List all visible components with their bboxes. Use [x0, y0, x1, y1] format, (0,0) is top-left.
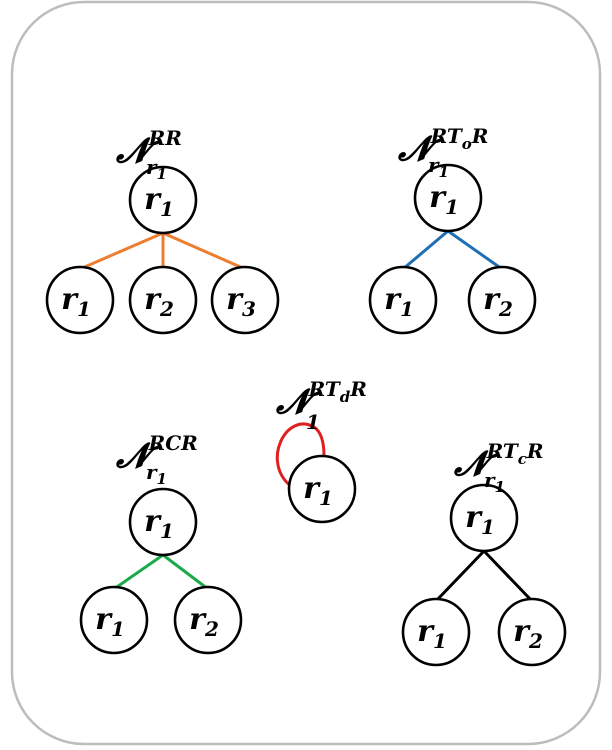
panel-rtcr-edge-2 [482, 549, 534, 603]
panel-rtor-root-node-label: r1 [429, 180, 459, 219]
panel-rr-child-node-1-label: r1 [61, 282, 91, 321]
panel-rr-child-node-3-label: r3 [226, 282, 256, 321]
panel-rtor-root-node: r1 [413, 163, 483, 233]
panel-rtor-edge-2 [447, 229, 503, 271]
panel-rr-child-node-1: r1 [45, 265, 115, 335]
panel-rr-edge-1 [79, 231, 164, 271]
panel-rr-root-node: r1 [128, 165, 198, 235]
panel-rr-child-node-2-label: r2 [144, 282, 174, 321]
panel-rtor-edge-1 [402, 229, 449, 271]
panel-rtcr-child-node-1-label: r1 [417, 614, 447, 653]
panel-rtor-child-node-2: r2 [467, 265, 537, 335]
panel-rcr-edge-2 [162, 553, 209, 591]
panel-rcr-child-node-2-label: r2 [189, 602, 219, 641]
panel-rcr-title-subscript: r1 [146, 460, 167, 488]
panel-rcr-root-node-label: r1 [144, 504, 174, 543]
panel-rtcr-title-subscript: r1 [484, 468, 505, 496]
panel-rcr-child-node-2: r2 [173, 585, 243, 655]
panel-rcr-root-node: r1 [128, 487, 198, 557]
panel-rtcr-root-node: r1 [449, 483, 519, 553]
panel-rtcr-child-node-2: r2 [497, 597, 567, 667]
panel-rtor-child-node-1-label: r1 [384, 282, 414, 321]
panel-rtdr-root-node-label: r1 [303, 471, 333, 510]
panel-rtdr-root-node: r1 [287, 454, 357, 524]
panel-rtor-child-node-1: r1 [368, 265, 438, 335]
panel-rtor-title-subscript: r1 [428, 153, 449, 181]
panel-rcr-child-node-1-circle [79, 585, 149, 655]
panel-rr-title-subscript: r1 [146, 155, 167, 183]
panel-rcr-child-node-1: r1 [79, 585, 149, 655]
panel-rr-edge-3 [162, 231, 246, 271]
panel-rcr-child-node-1-label: r1 [95, 602, 125, 641]
panel-rtdr-root-node-circle [287, 454, 357, 524]
panel-rtcr-root-node-circle [449, 483, 519, 553]
panel-rcr-edge-1 [113, 553, 164, 591]
panel-rtcr-child-node-1-circle [401, 597, 471, 667]
panel-rr-child-node-2: r2 [128, 265, 198, 335]
panel-rtcr-child-node-2-circle [497, 597, 567, 667]
panel-rtcr-title: 𝓝RTcR [453, 439, 544, 484]
panel-rr-child-node-3: r3 [210, 265, 280, 335]
panel-rtcr-root-node-label: r1 [465, 500, 495, 539]
panel-rtor-child-node-1-circle [368, 265, 438, 335]
panel-rr-child-node-1-circle [45, 265, 115, 335]
panel-rtor-child-node-2-label: r2 [483, 282, 513, 321]
panel-rr-root-node-circle [128, 165, 198, 235]
edges-layer [79, 229, 534, 603]
nodes-layer: r1 r1 r2 r3 r1 r1 r2 r1 r1 r1 r2 r1 r1 r2 [45, 163, 567, 667]
panel-rtcr-edge-1 [434, 549, 486, 603]
panel-rcr-root-node-circle [128, 487, 198, 557]
panel-rtcr-child-node-1: r1 [401, 597, 471, 667]
panel-rcr-child-node-2-circle [173, 585, 243, 655]
panel-rtdr-self-loop-edge [275, 422, 326, 489]
panel-rr-child-node-2-circle [128, 265, 198, 335]
panel-rr-root-node-label: r1 [144, 182, 174, 221]
panel-rr-child-node-3-circle [210, 265, 280, 335]
panel-rtor-child-node-2-circle [467, 265, 537, 335]
panel-rtdr-title-subscript: 1 [306, 410, 320, 434]
panel-rtor-root-node-circle [413, 163, 483, 233]
panel-rtcr-child-node-2-label: r2 [513, 614, 543, 653]
